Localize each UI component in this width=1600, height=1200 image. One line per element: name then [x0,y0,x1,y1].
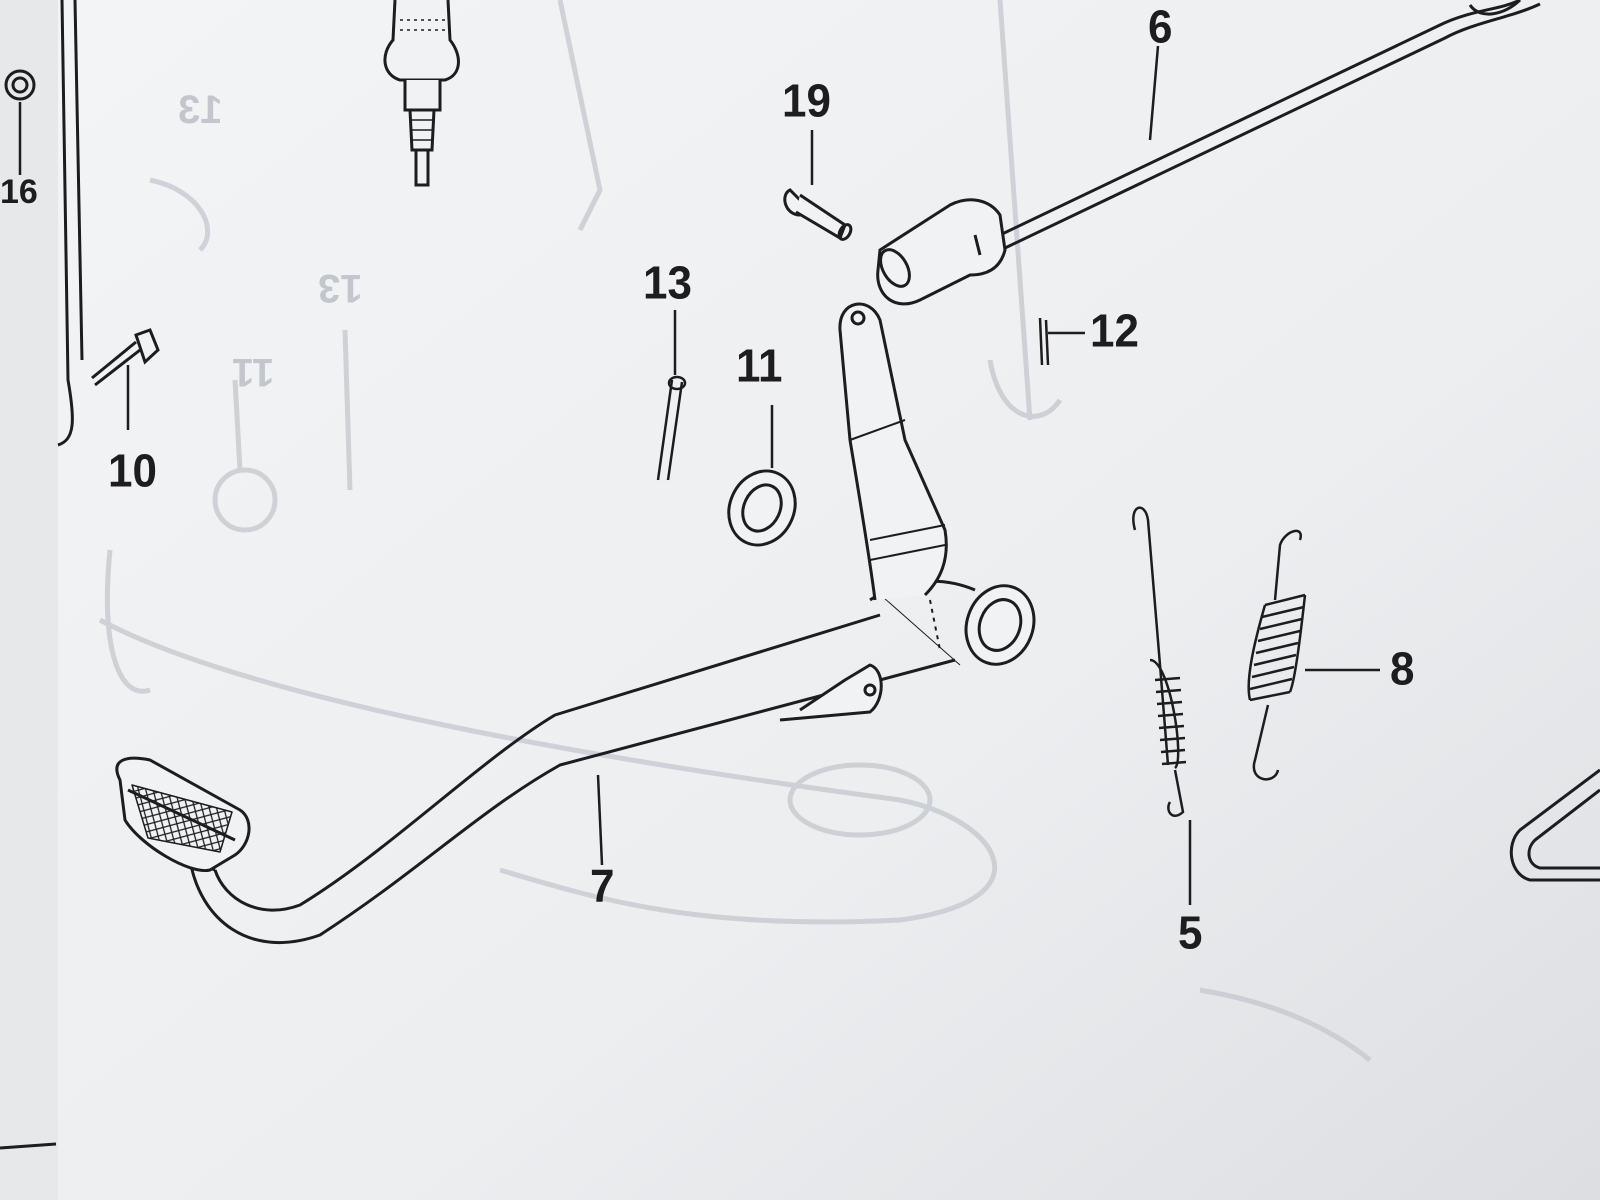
callout-6: 6 [1148,1,1173,54]
ghost-callout-11: 11 [232,350,275,394]
return-spring-icon [1132,506,1192,905]
paper-sheet [58,0,1600,1200]
callout-5: 5 [1178,907,1203,960]
stop-switch-spring-icon [1247,529,1380,781]
pin-bolt-icon [783,130,853,241]
callout-8: 8 [1390,643,1415,696]
shaft-fragment-icon [4,0,84,447]
brake-rod-icon [876,0,1541,306]
callout-7: 7 [590,860,615,913]
callout-10: 10 [108,445,157,498]
washer-icon [727,405,797,547]
callout-11: 11 [736,340,783,393]
brake-pedal-icon [115,302,1036,945]
frame-edge-icon [1509,768,1600,882]
ghost-callout-13a: 13 [178,88,223,132]
left-page-line [0,1142,57,1150]
cotter-pin-icon [656,310,687,481]
callout-16: 16 [0,173,38,211]
show-through-ghost [98,0,1372,1062]
callout-13: 13 [643,257,692,310]
spark-plug-icon [383,0,460,187]
callout-19: 19 [782,75,831,128]
ghost-callout-13b: 13 [318,266,363,310]
callout-12: 12 [1090,305,1139,358]
cotter-pin-small-icon [1038,317,1085,366]
bolt-icon [91,328,160,430]
